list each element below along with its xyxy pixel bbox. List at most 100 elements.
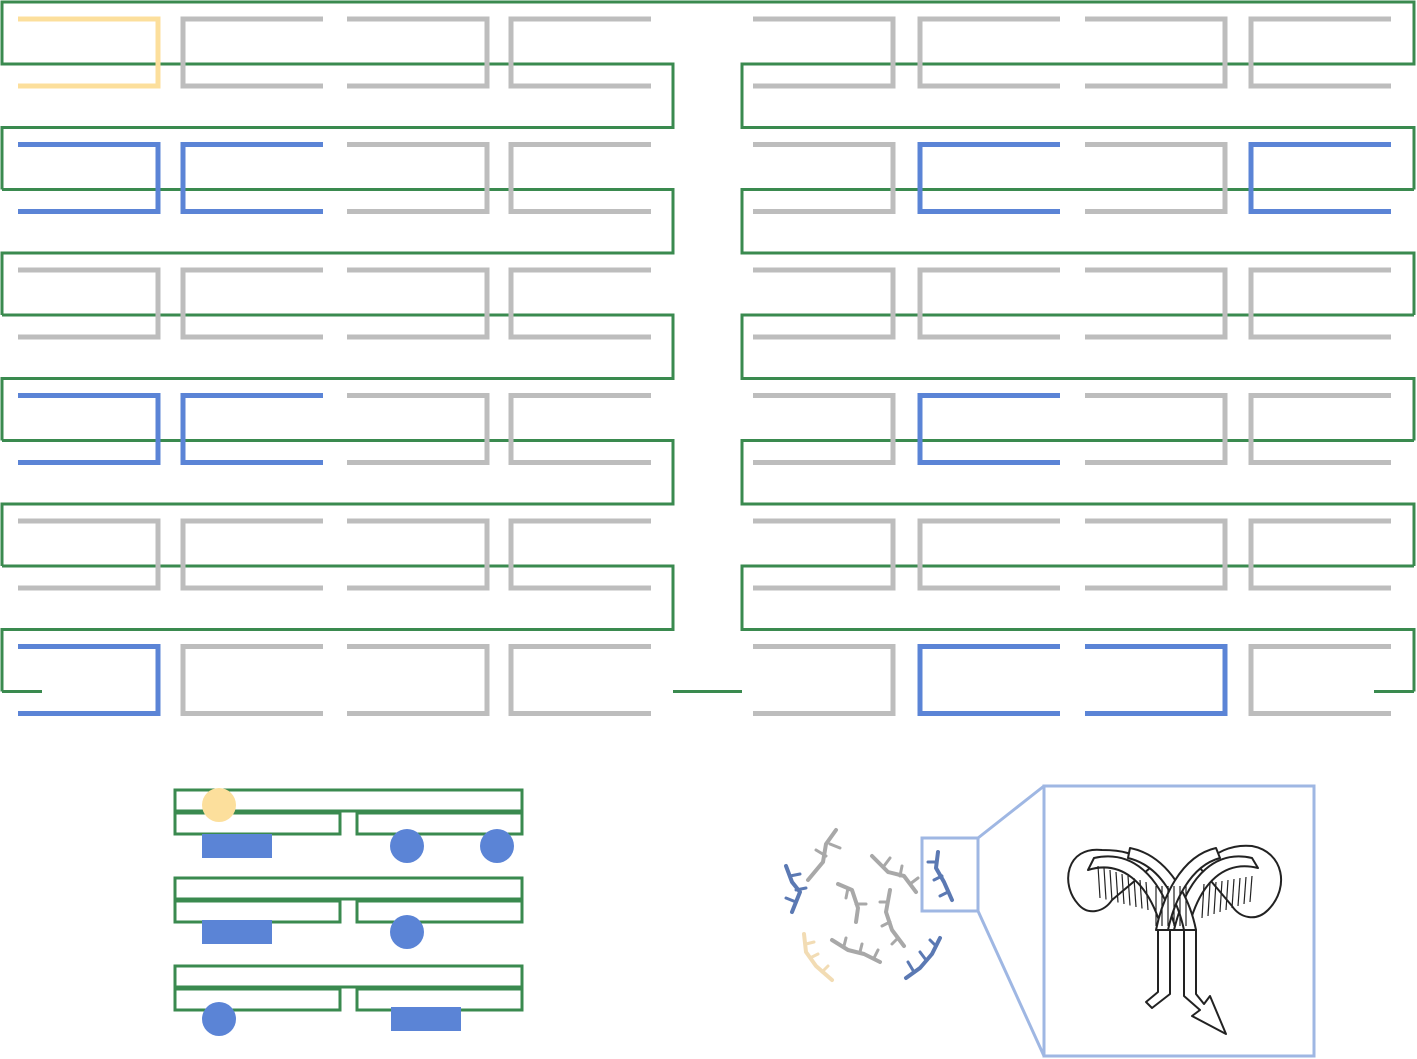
staple-r5-left-c0 (18, 644, 161, 716)
staple-r5-right-c2 (1085, 644, 1228, 716)
staple-r4-right-c0 (753, 518, 896, 591)
staple-r5-left-c1 (180, 644, 323, 716)
base-pair (1225, 879, 1229, 911)
staple-r1-left-c2 (347, 142, 490, 214)
staple-r3-right-c0 (753, 393, 896, 465)
base-pair (1115, 871, 1119, 903)
zoom-inset (920, 784, 1316, 1058)
staple-r0-left-c2 (347, 16, 490, 89)
staple-r3-right-c3 (1248, 393, 1391, 465)
hairpin-duplex-icon (1067, 844, 1282, 1035)
blue-strand-selected-base (932, 874, 944, 882)
base-pair (1213, 881, 1217, 915)
staple-r0-right-c1 (917, 16, 1060, 89)
staple-r2-right-c2 (1085, 267, 1228, 340)
staple-r1-right-c0 (753, 142, 896, 214)
blue-strand-base (918, 950, 928, 962)
mini-marker-bar (202, 834, 272, 858)
staple-r4-right-c2 (1085, 518, 1228, 591)
staple-r3-left-c3 (508, 393, 651, 465)
grey-strand (884, 888, 906, 948)
base-pair (1133, 877, 1137, 908)
staple-r0-left-c1 (180, 16, 323, 89)
tan-strand-base (804, 940, 816, 946)
staple-r0-right-c3 (1248, 16, 1391, 89)
hairpin-outline (1145, 929, 1171, 1009)
grey-strand-base (858, 942, 864, 954)
base-pair (1243, 876, 1247, 905)
scaffold-left-serpentine (0, 62, 675, 692)
blue-strand-base (784, 896, 798, 904)
staple-grid (18, 16, 1391, 716)
base-pair (1207, 882, 1211, 917)
mini-marker-dot (202, 1002, 236, 1036)
base-pair (1145, 881, 1149, 911)
staple-r1-left-c0 (18, 142, 161, 214)
base-pair (1139, 879, 1143, 909)
scaffold-strand (0, 0, 1416, 693)
staple-r2-left-c1 (180, 267, 323, 340)
scaffold-top-loop (0, 0, 1416, 66)
tan-strand-base (808, 952, 820, 960)
zoom-connector-bottom (976, 910, 1046, 1057)
grey-strand-base (882, 856, 892, 868)
mini-pattern-schematic (173, 788, 524, 1036)
mini-scaffold-row (173, 987, 342, 1012)
base-pair (1249, 875, 1253, 903)
staple-r5-right-c1 (917, 644, 1060, 716)
hairpin-outline (1183, 929, 1227, 1035)
staple-r0-left-c3 (508, 16, 651, 89)
base-pair (1219, 880, 1223, 913)
staple-r5-right-c0 (753, 644, 896, 716)
staple-r2-left-c2 (347, 267, 490, 340)
staple-r2-right-c1 (917, 267, 1060, 340)
grey-strand-base (880, 920, 892, 928)
base-pair (1097, 865, 1101, 899)
grey-strand (830, 938, 882, 964)
base-pair (1121, 873, 1125, 905)
staple-r5-right-c3 (1248, 644, 1391, 716)
mini-scaffold-row (173, 876, 524, 901)
mini-scaffold-row (355, 811, 524, 836)
staple-r2-left-c0 (18, 267, 161, 340)
staple-r2-left-c3 (508, 267, 651, 340)
staple-r4-left-c3 (508, 518, 651, 591)
base-pair (1103, 867, 1107, 900)
mini-marker-bar (202, 920, 272, 944)
blue-strand-base (794, 886, 808, 892)
blue-strand-base (788, 872, 802, 878)
grey-strand-base (814, 848, 828, 858)
grey-strand-base (898, 864, 904, 878)
zoom-connector-top (977, 784, 1045, 840)
base-pair (1127, 875, 1131, 906)
staple-r4-right-c1 (917, 518, 1060, 591)
tan-strand-base (820, 964, 830, 974)
staple-r3-right-c2 (1085, 393, 1228, 465)
staple-r4-right-c3 (1248, 518, 1391, 591)
base-pair (1109, 869, 1113, 902)
staple-r1-right-c3 (1248, 142, 1391, 214)
base-pair (1237, 877, 1241, 907)
grey-strand-base (890, 936, 900, 946)
mini-scaffold-row (173, 964, 524, 989)
staple-r1-left-c3 (508, 142, 651, 214)
grey-strand-base (844, 886, 850, 900)
grey-strand (836, 882, 860, 924)
mini-scaffold-row (173, 788, 524, 813)
scaffold-right-serpentine (740, 62, 1416, 692)
mini-scaffold-row (355, 899, 524, 924)
staple-r1-right-c2 (1085, 142, 1228, 214)
free-staple-strands (784, 828, 954, 982)
blue-strand-base (906, 960, 916, 974)
staple-r5-left-c2 (347, 644, 490, 716)
grey-strand-base (842, 936, 848, 948)
staple-r3-right-c1 (917, 393, 1060, 465)
grey-strand (806, 828, 838, 882)
grey-strand (870, 854, 918, 894)
staple-r0-right-c2 (1085, 16, 1228, 89)
mini-scaffold-row (173, 811, 342, 836)
base-pair (1231, 878, 1235, 909)
staple-r1-right-c1 (917, 142, 1060, 214)
tan-strand (802, 932, 834, 982)
